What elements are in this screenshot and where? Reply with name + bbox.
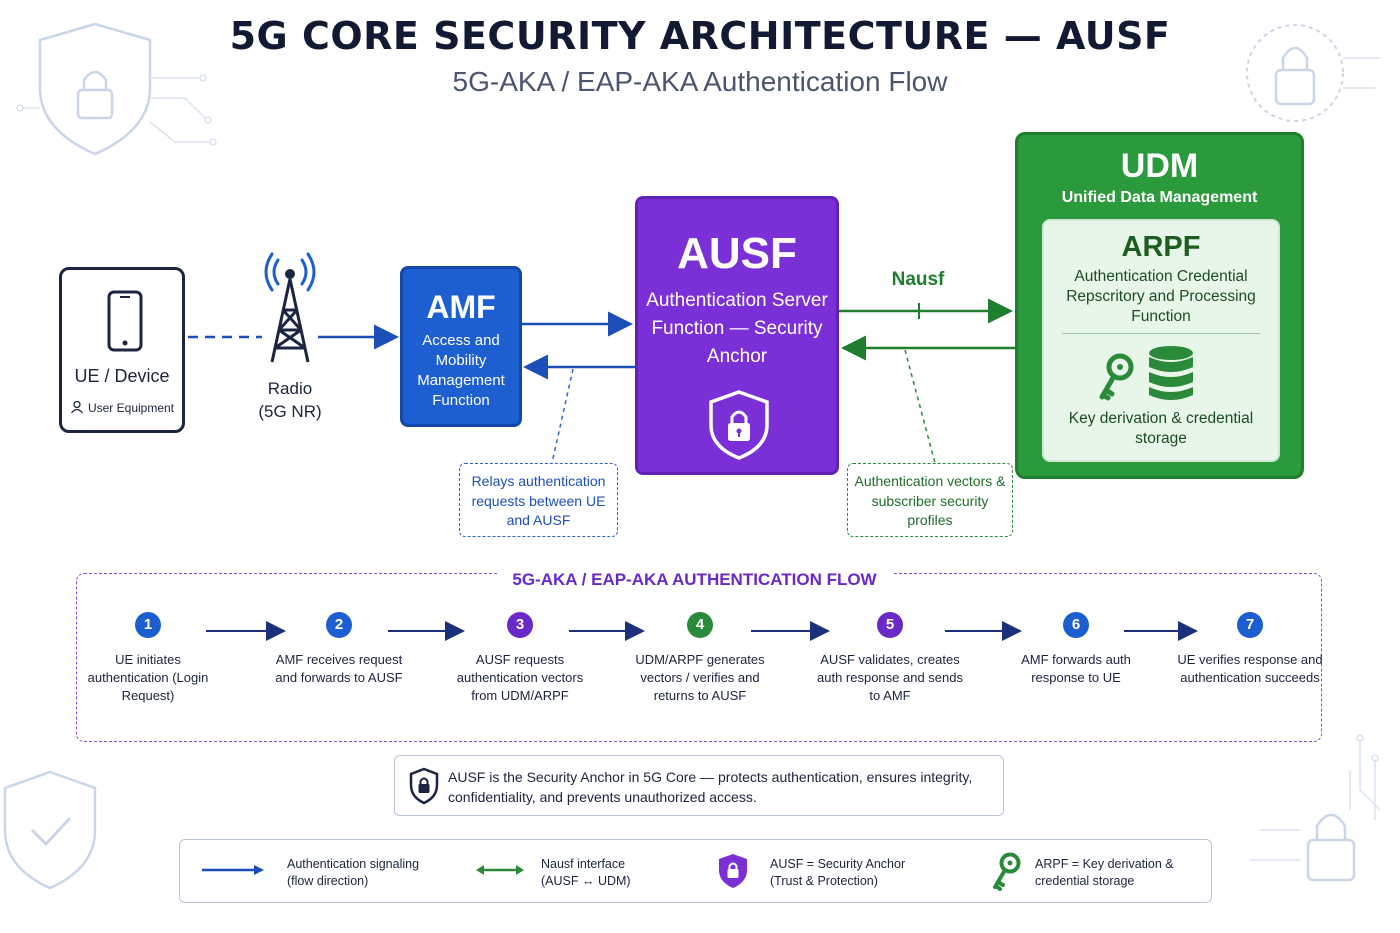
step-number-badge: 3 [507, 612, 533, 638]
flow-step: 3 AUSF requests authentication vectors f… [445, 612, 595, 705]
flow-step: 4 UDM/ARPF generates vectors / verifies … [625, 612, 775, 705]
udm-subtitle: Unified Data Management [1061, 189, 1258, 206]
amf-callout: Relays authentication requests between U… [459, 463, 618, 537]
auth-flow-title: 5G-AKA / EAP-AKA AUTHENTICATION FLOW [497, 565, 892, 595]
step-text: AMF receives request and forwards to AUS… [275, 652, 403, 685]
background-circuit-lock-icon [1250, 734, 1381, 882]
arpf-storage-text: Key derivation & credential storage [1068, 410, 1254, 447]
udm-node[interactable]: UDM Unified Data Management ARPF Authent… [1015, 132, 1304, 479]
ausf-title: AUSF [677, 229, 797, 278]
purple-shield-lock-icon [719, 854, 747, 888]
ausf-description: Authentication Server Function — Securit… [646, 290, 828, 367]
amf-callout-leader [551, 368, 574, 464]
amf-title: AMF [426, 289, 496, 325]
radio-label-line1: Radio [267, 379, 313, 398]
arpf-divider [1062, 333, 1260, 334]
step-number-badge: 2 [326, 612, 352, 638]
background-shield-check-icon [3, 770, 97, 890]
background-lock-circle-icon [1246, 24, 1380, 122]
arpf-description: Authentication Credential Repscritory an… [1066, 268, 1256, 325]
legend-label: Nausf interface (AUSF ↔ UDM) [541, 857, 631, 888]
udm-callout-leader [904, 349, 936, 464]
ue-device-node[interactable]: UE / Device User Equipment [59, 267, 185, 433]
udm-callout: Authentication vectors & subscriber secu… [847, 463, 1013, 537]
shield-lock-icon [409, 767, 439, 805]
security-anchor-note: AUSF is the Security Anchor in 5G Core —… [394, 755, 1004, 816]
step-number-badge: 7 [1237, 612, 1263, 638]
amf-node[interactable]: AMF Access and Mobility Management Funct… [400, 266, 522, 427]
radio-tower-icon [264, 252, 316, 363]
legend-label: AUSF = Security Anchor (Trust & Protecti… [770, 857, 906, 888]
key-icon [1099, 353, 1134, 401]
green-key-icon [993, 852, 1021, 891]
flow-arrows [206, 621, 1198, 641]
step-text: AUSF requests authentication vectors fro… [456, 652, 584, 703]
ue-title: UE / Device [74, 366, 170, 386]
security-anchor-text: AUSF is the Security Anchor in 5G Core —… [448, 769, 973, 805]
nausf-interface-label: Nausf [891, 269, 945, 290]
flow-step: 1 UE initiates authentication (Login Req… [73, 612, 223, 705]
step-text: UE initiates authentication (Login Reque… [87, 652, 209, 703]
udm-title: UDM [1120, 147, 1199, 185]
page-title: 5G CORE SECURITY ARCHITECTURE — AUSF [229, 14, 1171, 58]
green-double-arrow-icon [476, 865, 524, 875]
smartphone-icon [107, 290, 143, 352]
step-number-badge: 1 [135, 612, 161, 638]
arpf-node[interactable]: ARPF Authentication Credential Repscrito… [1042, 219, 1280, 462]
step-text: UDM/ARPF generates vectors / verifies an… [635, 652, 765, 703]
blue-arrow-icon [202, 865, 264, 875]
flow-step: 2 AMF receives request and forwards to A… [264, 612, 414, 687]
ue-subtitle: User Equipment [62, 400, 182, 417]
database-icon [1149, 346, 1193, 400]
ausf-node[interactable]: AUSF Authentication Server Function — Se… [635, 196, 839, 475]
legend: Authentication signaling (flow direction… [179, 839, 1212, 903]
shield-lock-icon [709, 390, 769, 460]
page-subtitle: 5G-AKA / EAP-AKA Authentication Flow [452, 66, 948, 97]
step-text: AUSF validates, creates auth response an… [817, 652, 963, 703]
radio-label-line2: (5G NR) [258, 402, 322, 421]
flow-step: 7 UE verifies response and authenticatio… [1175, 612, 1325, 687]
connector-layer [188, 298, 1015, 464]
legend-label: ARPF = Key derivation & credential stora… [1035, 857, 1174, 888]
ue-subtitle-text: User Equipment [87, 401, 175, 415]
amf-description: Access and Mobility Management Function [417, 332, 505, 409]
flow-step: 6 AMF forwards auth response to UE [1001, 612, 1151, 687]
step-number-badge: 4 [687, 612, 713, 638]
flow-step: 5 AUSF validates, creates auth response … [815, 612, 965, 705]
radio-label: Radio (5G NR) [240, 377, 340, 423]
step-number-badge: 6 [1063, 612, 1089, 638]
arpf-title: ARPF [1121, 231, 1201, 263]
step-text: UE verifies response and authentication … [1177, 652, 1323, 685]
step-text: AMF forwards auth response to UE [1021, 652, 1131, 685]
legend-label: Authentication signaling (flow direction… [287, 857, 420, 888]
step-number-badge: 5 [877, 612, 903, 638]
background-shield-lock-icon [16, 22, 217, 156]
user-icon [70, 400, 84, 417]
